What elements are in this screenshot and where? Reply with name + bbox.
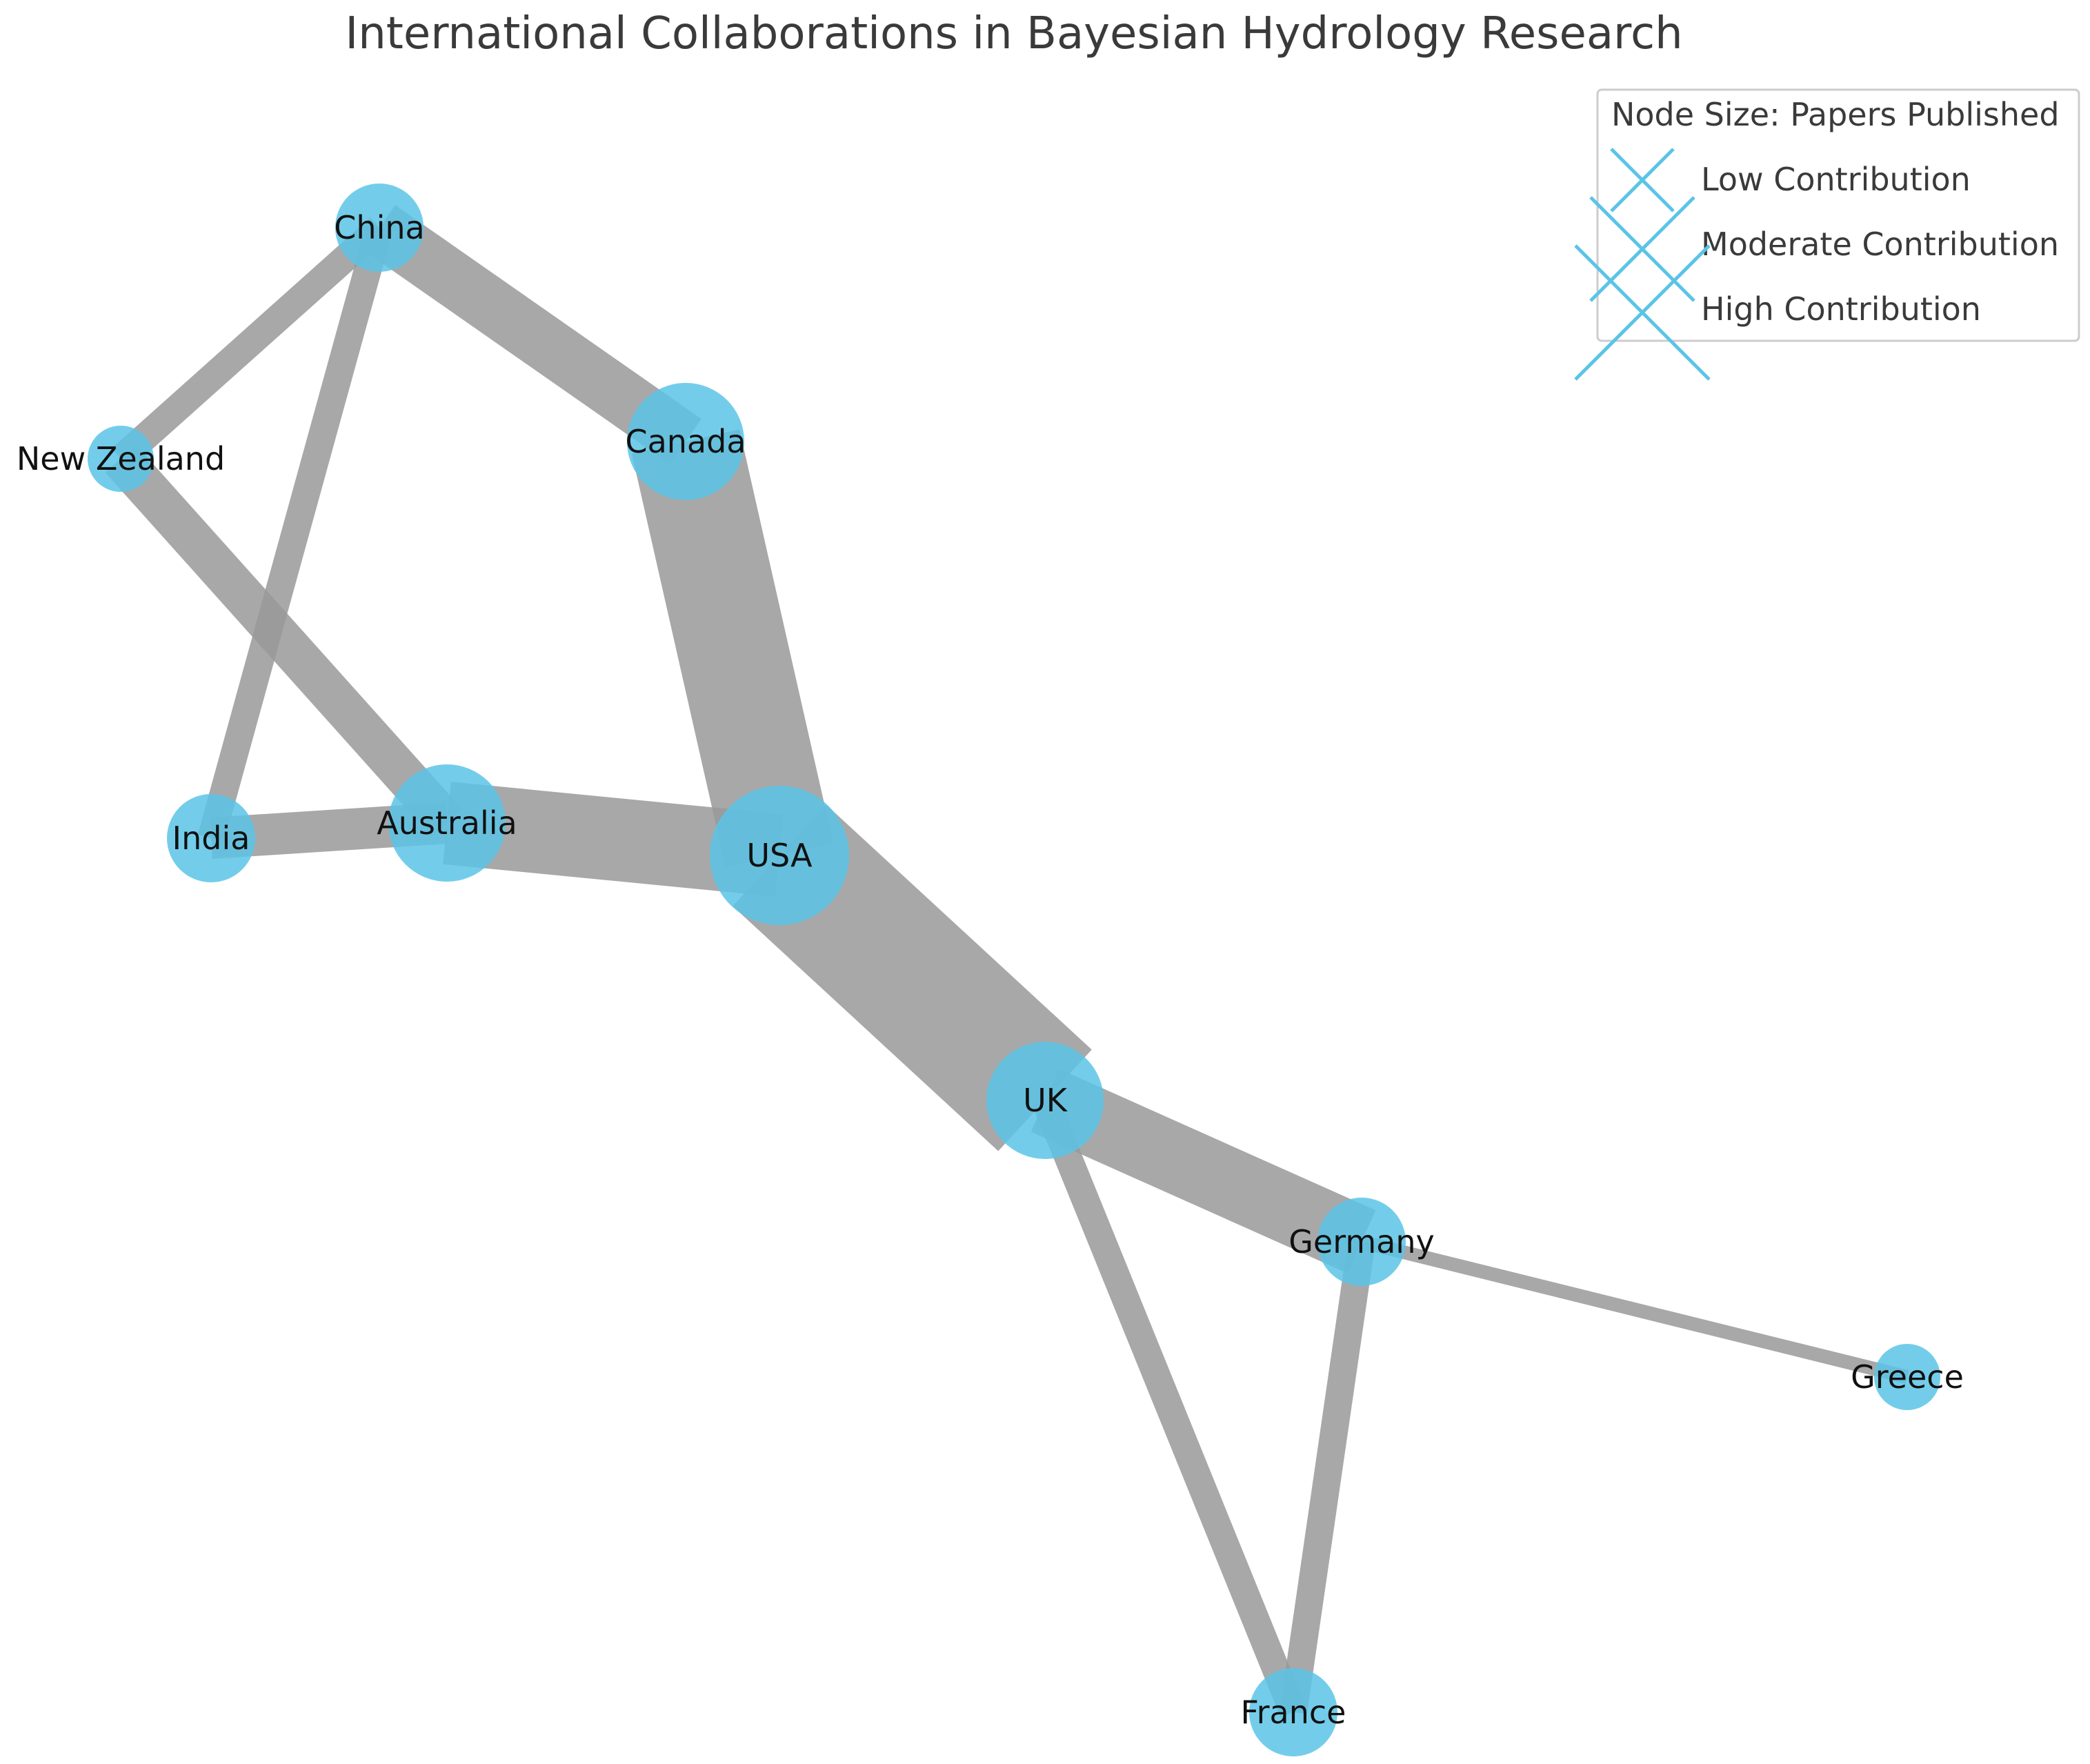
legend-marker-moderate-stroke-b <box>1589 196 1695 302</box>
legend-marker-high-stroke-b <box>1574 244 1711 381</box>
edge-germany-france <box>1280 1240 1375 1714</box>
legend-frame <box>1596 88 2080 342</box>
node-uk <box>986 1042 1104 1159</box>
node-label-greece: Greece <box>1851 1358 1964 1396</box>
node-label-usa: USA <box>746 837 813 874</box>
node-new-zealand <box>88 426 154 492</box>
legend: Node Size: Papers Published Low Contribu… <box>1574 88 2080 381</box>
legend-marker-low <box>1610 148 1675 212</box>
edge-usa-canada <box>631 429 834 868</box>
edge-china-new-zealand <box>111 217 389 469</box>
node-label-india: India <box>172 820 250 857</box>
node-label-canada: Canada <box>625 423 746 460</box>
node-label-france: France <box>1241 1694 1346 1731</box>
node-greece <box>1874 1344 1940 1410</box>
node-france <box>1249 1668 1337 1756</box>
node-china <box>335 184 424 272</box>
node-australia <box>388 764 506 882</box>
edge-canada-china <box>364 205 701 464</box>
node-label-australia: Australia <box>377 804 517 842</box>
node-canada <box>627 383 744 500</box>
node-label-new-zealand: New Zealand <box>17 440 225 477</box>
edge-australia-new-zealand <box>105 444 463 838</box>
legend-label-moderate: Moderate Contribution <box>1701 226 2059 263</box>
edge-china-india <box>197 224 393 842</box>
node-usa <box>710 786 849 925</box>
legend-title: Node Size: Papers Published <box>1611 96 2060 133</box>
legend-label-low: Low Contribution <box>1701 161 1971 198</box>
node-label-uk: UK <box>1023 1082 1068 1119</box>
legend-marker-low-stroke-b <box>1610 148 1675 212</box>
nodes-layer <box>88 184 1940 1756</box>
edges-layer <box>105 205 1909 1718</box>
node-india <box>167 794 255 882</box>
legend-marker-moderate <box>1589 196 1695 302</box>
edge-germany-greece <box>1360 1235 1909 1384</box>
node-label-china: China <box>334 209 424 246</box>
legend-marker-high <box>1574 244 1711 381</box>
chart-title: International Collaborations in Bayesian… <box>345 8 1682 59</box>
node-label-germany: Germany <box>1288 1223 1434 1260</box>
legend-label-high: High Contribution <box>1701 290 1981 328</box>
node-germany <box>1317 1198 1406 1286</box>
edge-uk-france <box>1032 1095 1306 1718</box>
